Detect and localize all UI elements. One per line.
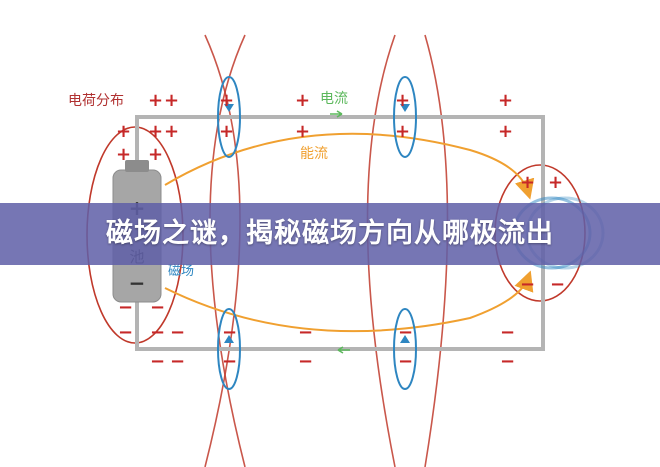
minus-charge: − [150,297,165,318]
plus-charge: + [548,172,563,193]
plus-charge: + [498,121,513,142]
plus-charge: + [295,90,310,111]
plus-charge: + [219,90,234,111]
magnetic-loop-bottom-left [217,308,241,390]
magnetic-loop-top-left [217,76,241,158]
current-arrow-top [330,110,343,118]
plus-charge: + [148,144,163,165]
battery-minus: − [129,271,146,295]
magnetic-loop-bottom-right [393,308,417,390]
banner-title: 磁场之谜，揭秘磁场方向从哪极流出 [106,218,554,249]
plus-charge: + [498,90,513,111]
minus-charge: − [520,274,535,295]
energy-flow-label: 能流 [300,146,328,162]
current-arrow-bottom [337,346,350,354]
title-banner: 磁场之谜，揭秘磁场方向从哪极流出 [0,203,660,265]
energy-flow-top [164,132,535,200]
magnetic-loop-top-right [393,76,417,158]
minus-charge: − [298,322,313,343]
minus-charge: − [150,351,165,372]
energy-flow-bottom [164,270,534,333]
minus-charge: − [398,351,413,372]
minus-charge: − [298,351,313,372]
plus-charges: + + + + + + + + + + + + + + + + + [116,90,563,193]
current-label: 电流 [320,91,348,107]
minus-charge: − [550,274,565,295]
minus-charge: − [150,322,165,343]
charge-distribution-label: 电荷分布 [68,93,124,109]
plus-charge: + [219,121,234,142]
minus-charge: − [500,322,515,343]
plus-charge: + [148,121,163,142]
plus-charge: + [148,90,163,111]
plus-charge: + [164,90,179,111]
plus-charge: + [295,121,310,142]
minus-charge: − [500,351,515,372]
plus-charge: + [395,90,410,111]
plus-charge: + [164,121,179,142]
plus-charge: + [395,121,410,142]
plus-charge: + [116,144,131,165]
minus-charge: − [222,322,237,343]
plus-charge: + [116,121,131,142]
minus-charge: − [118,322,133,343]
minus-charge: − [118,297,133,318]
minus-charges: − − − − − − − − − − − − − − − − − [118,274,565,372]
minus-charge: − [170,351,185,372]
magnetic-field-label: 磁场 [168,264,194,279]
minus-charge: − [398,322,413,343]
minus-charge: − [222,351,237,372]
minus-charge: − [170,322,185,343]
plus-charge: + [520,172,535,193]
